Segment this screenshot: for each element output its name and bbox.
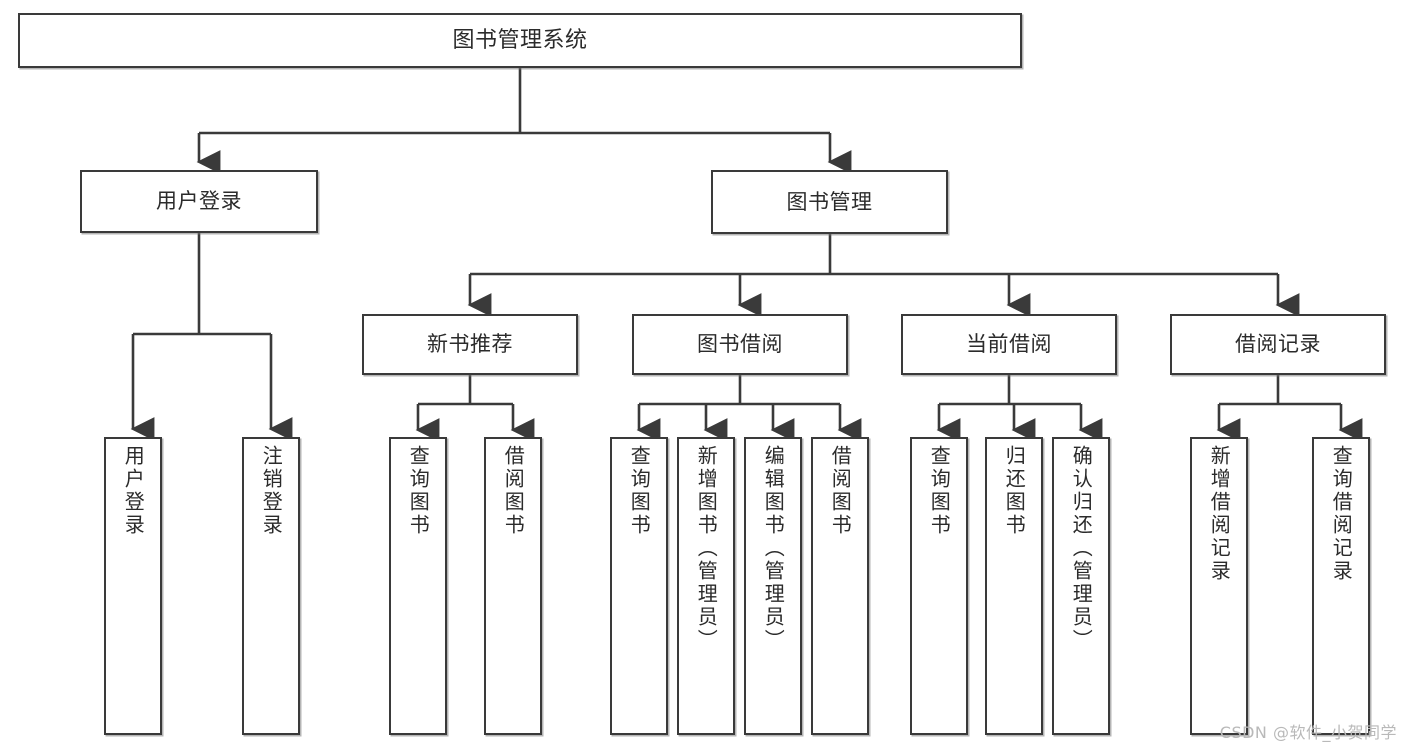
leaf-user-login[interactable]: 用户登录 <box>104 437 162 735</box>
node-book-management[interactable]: 图书管理 <box>711 170 948 234</box>
leaf-return-book[interactable]: 归还图书 <box>985 437 1043 735</box>
node-user-login[interactable]: 用户登录 <box>80 170 318 233</box>
node-label: 查询图书 <box>627 445 652 537</box>
node-label: 注销登录 <box>259 445 284 537</box>
leaf-add-book-admin[interactable]: 新增图书（管理员） <box>677 437 735 735</box>
node-label: 借阅记录 <box>1235 332 1321 357</box>
leaf-add-borrow-record[interactable]: 新增借阅记录 <box>1190 437 1248 735</box>
leaf-edit-book-admin[interactable]: 编辑图书（管理员） <box>744 437 802 735</box>
leaf-query-book-borrow[interactable]: 查询图书 <box>610 437 668 735</box>
leaf-borrow-book-recommend[interactable]: 借阅图书 <box>484 437 542 735</box>
leaf-query-borrow-record[interactable]: 查询借阅记录 <box>1312 437 1370 735</box>
node-current-borrow[interactable]: 当前借阅 <box>901 314 1117 375</box>
csdn-watermark: CSDN @软件_小贺同学 <box>1219 723 1397 742</box>
leaf-borrow-book[interactable]: 借阅图书 <box>811 437 869 735</box>
node-label: 借阅图书 <box>501 445 526 537</box>
node-label: 当前借阅 <box>966 332 1052 357</box>
node-label: 图书管理 <box>786 189 873 214</box>
node-label: 用户登录 <box>156 189 242 214</box>
node-label: 图书管理系统 <box>452 27 588 53</box>
leaf-confirm-return-admin[interactable]: 确认归还（管理员） <box>1052 437 1110 735</box>
leaf-query-book-recommend[interactable]: 查询图书 <box>389 437 447 735</box>
leaf-logout[interactable]: 注销登录 <box>242 437 300 735</box>
node-book-borrow[interactable]: 图书借阅 <box>632 314 848 375</box>
node-root-book-management-system[interactable]: 图书管理系统 <box>18 13 1022 68</box>
node-label: 新书推荐 <box>427 332 513 357</box>
node-label: 借阅图书 <box>828 445 853 537</box>
node-label: 查询借阅记录 <box>1329 445 1354 583</box>
node-label: 归还图书 <box>1002 445 1027 537</box>
node-borrow-record[interactable]: 借阅记录 <box>1170 314 1386 375</box>
node-label: 确认归还（管理员） <box>1069 445 1094 652</box>
node-label: 查询图书 <box>406 445 431 537</box>
node-label: 编辑图书（管理员） <box>761 445 786 652</box>
leaf-query-book-current[interactable]: 查询图书 <box>910 437 968 735</box>
node-label: 图书借阅 <box>697 332 783 357</box>
node-label: 用户登录 <box>121 445 146 537</box>
node-label: 新增借阅记录 <box>1207 445 1232 583</box>
node-label: 查询图书 <box>927 445 952 537</box>
node-label: 新增图书（管理员） <box>694 445 719 652</box>
node-new-book-recommend[interactable]: 新书推荐 <box>362 314 578 375</box>
